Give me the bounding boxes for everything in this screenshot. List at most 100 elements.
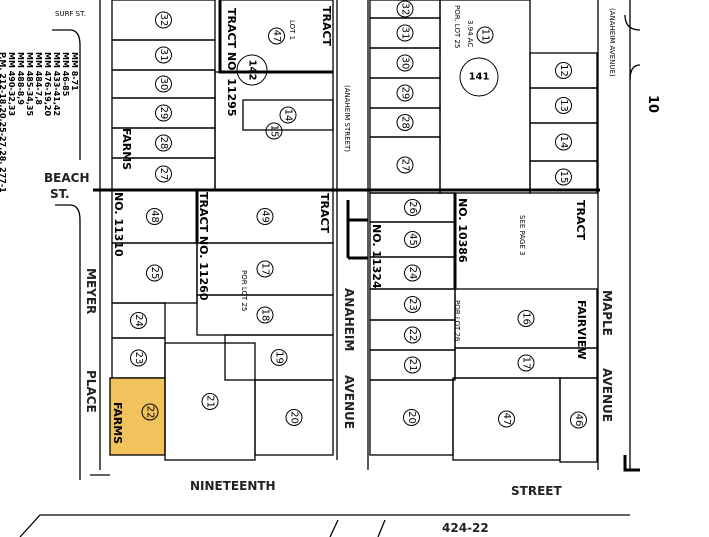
tract-label: TRACT — [318, 193, 331, 234]
parcel-west-32[interactable]: 32 — [111, 0, 216, 41]
parcel-east-27[interactable]: 27 — [369, 136, 441, 194]
farms-label-2: FARMS — [111, 402, 124, 444]
parcel-number-ring — [476, 26, 494, 44]
parcel-number-ring — [201, 393, 219, 410]
parcel-number-ring — [268, 27, 285, 45]
parcel-west-22[interactable]: 22 — [109, 377, 166, 456]
parcel-number: 27 — [158, 168, 169, 181]
parcel-number: 47 — [501, 413, 512, 426]
parcel-number-ring — [555, 168, 572, 186]
parcel-west-20[interactable]: 20 — [254, 379, 334, 456]
parcel-number-ring — [404, 356, 421, 374]
parcel-number-ring — [270, 349, 288, 366]
parcel-east-26[interactable]: 26 — [369, 192, 456, 223]
parcel-east-31[interactable]: 31 — [369, 17, 441, 49]
parcel-number-ring — [256, 306, 274, 324]
beach-street-label: BEACH — [44, 171, 89, 185]
parcel-west-30[interactable]: 30 — [111, 69, 216, 99]
parcel-east-47[interactable]: 47 — [452, 377, 561, 461]
parcel-number: 31 — [158, 49, 169, 62]
parcel-number: 49 — [260, 210, 271, 223]
parcel-number: 15 — [558, 171, 569, 184]
parcel-number-ring — [555, 62, 572, 79]
parcel-west-14[interactable]: 14 — [242, 99, 334, 131]
parcel-number-ring — [404, 296, 421, 313]
see-page-note: SEE PAGE 3 — [518, 215, 526, 255]
parcel-number-ring — [404, 326, 421, 344]
parcel-number-ring — [517, 354, 535, 372]
map-reference: P.M. 212-18,20,25-27,28, 277-1 — [0, 52, 7, 193]
map-reference: MM 476-19,20 — [43, 52, 52, 116]
parcel-number-ring — [396, 54, 414, 72]
parcel-east-28[interactable]: 28 — [369, 107, 441, 138]
parcel-number: 20 — [406, 411, 417, 424]
parcel-west-17[interactable]: 17 — [196, 242, 334, 296]
parcel-east-32[interactable]: 32 — [369, 0, 441, 19]
acreage-note: 3.94 AC — [466, 20, 474, 47]
por-lot-note: POR LOT 25 — [240, 270, 248, 311]
parcel-number: 21 — [205, 395, 216, 408]
parcel-west-29[interactable]: 29 — [111, 97, 216, 129]
parcel-east-12[interactable]: 12 — [529, 52, 598, 89]
parcel-east-15[interactable]: 15 — [529, 160, 598, 194]
parcel-number: 13 — [558, 99, 569, 112]
parcel-west-31[interactable]: 31 — [111, 39, 216, 71]
parcel-number-ring — [155, 46, 172, 64]
parcel-number: 46 — [573, 414, 584, 427]
parcel-number: 12 — [558, 64, 569, 77]
map-reference: MM 488-8,9 — [16, 52, 25, 105]
parcel-west-49[interactable]: 49 — [196, 189, 334, 244]
parcel-boundary[interactable] — [242, 99, 334, 131]
parcel-east-13[interactable]: 13 — [529, 87, 598, 124]
parcel-number-ring — [265, 122, 283, 140]
parcel-east-30[interactable]: 30 — [369, 47, 441, 79]
anaheim-avenue-old-label: (ANAHEIM AVENUE) — [608, 8, 616, 77]
bottom-reference: 424-22 — [442, 521, 489, 535]
parcel-west-18[interactable]: 18 — [196, 294, 334, 336]
parcel-number-ring — [396, 24, 414, 42]
lot-note: LOT 1 — [288, 20, 296, 40]
highlighted-parcel[interactable] — [109, 377, 166, 456]
parcel-number-ring — [155, 104, 172, 122]
tract-top-label: TRACT — [320, 6, 333, 47]
parcel-number-ring — [404, 231, 421, 248]
map-reference: MM 484-7,8 — [34, 52, 43, 105]
parcel-number: 25 — [149, 267, 160, 280]
parcel-number: 16 — [521, 312, 532, 325]
parcel-west-21[interactable]: 21 — [164, 342, 256, 461]
parcel-boundary[interactable] — [529, 160, 598, 194]
parcel-west-24[interactable]: 24 — [111, 302, 166, 339]
parcel-east-14[interactable]: 14 — [529, 122, 598, 162]
map-reference: MM 8-71 — [70, 52, 79, 91]
parcel-number-ring — [146, 208, 163, 225]
parcel-east-46[interactable]: 46 — [559, 377, 598, 463]
parcel-boundary[interactable] — [559, 377, 598, 463]
parcel-number: 24 — [407, 267, 418, 280]
parcel-number-ring — [517, 310, 535, 327]
parcel-east-20[interactable]: 20 — [369, 379, 454, 456]
parcel-boundary[interactable] — [254, 379, 334, 456]
parcel-number-ring — [285, 409, 303, 426]
parcel-east-29[interactable]: 29 — [369, 77, 441, 109]
parcel-number-ring — [403, 409, 420, 426]
parcel-number: 29 — [400, 87, 411, 100]
anaheim-street-old-label: (ANAHEIM STREET) — [343, 85, 351, 152]
parcel-east-23[interactable]: 23 — [369, 288, 456, 321]
tract-10386-label: TRACT — [574, 200, 587, 241]
parcel-number: 31 — [400, 27, 411, 40]
parcel-east-22[interactable]: 22 — [369, 319, 456, 351]
parcel-number: 26 — [407, 201, 418, 214]
parcel-west-23[interactable]: 23 — [111, 337, 166, 379]
parcel-west-19[interactable]: 19 — [224, 334, 334, 381]
tract-10386-number: NO. 10386 — [456, 198, 469, 263]
parcel-number: 22 — [145, 406, 156, 419]
beach-street-label-2: ST. — [50, 187, 70, 201]
parcel-number: 30 — [400, 57, 411, 70]
parcel-east-21[interactable]: 21 — [369, 349, 456, 381]
parcel-number-ring — [396, 156, 414, 174]
parcel-number-ring — [396, 114, 414, 131]
anaheim-avenue-label: ANAHEIM — [342, 288, 356, 351]
parcel-number-ring — [279, 106, 297, 124]
parcel-number: 27 — [400, 159, 411, 172]
